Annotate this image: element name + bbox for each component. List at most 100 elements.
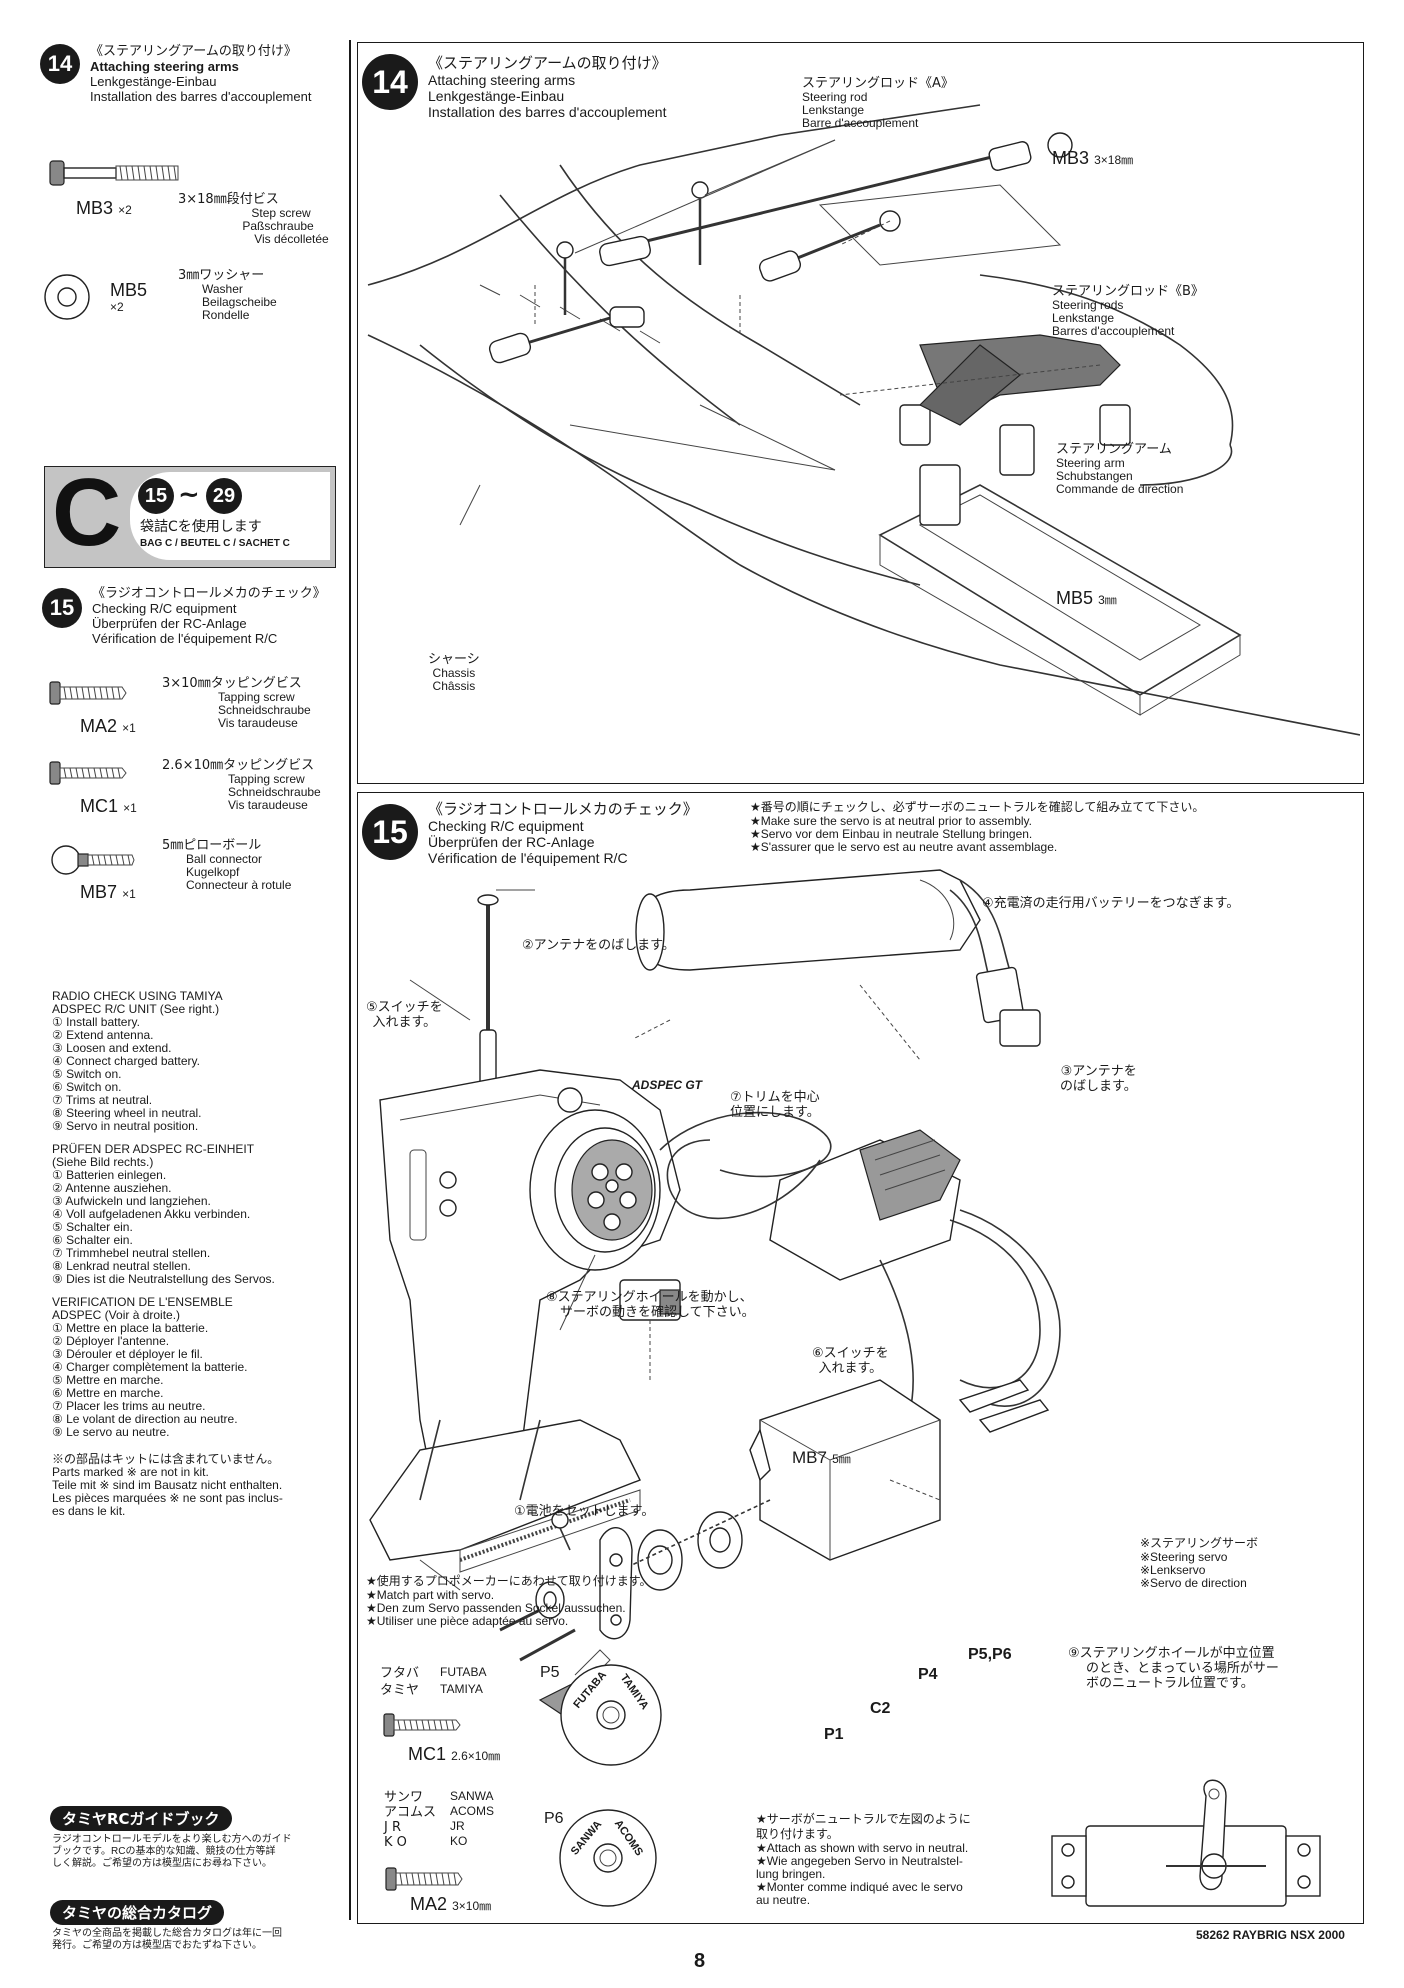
radio-check-text: RADIO CHECK USING TAMIYA ADSPEC R/C UNIT… — [52, 990, 342, 1518]
part-c2: C2 — [870, 1700, 891, 1717]
attach-fr-2: au neutre. — [756, 1893, 811, 1907]
screw-size: 3×10㎜ — [452, 1899, 492, 1913]
rod-b-jp: ステアリングロッド《B》 — [1052, 284, 1204, 299]
title-en: Checking R/C equipment — [428, 818, 584, 834]
rc-check-diagram — [369, 869, 1061, 1721]
futaba-screw: MC1 2.6×10㎜ — [408, 1744, 500, 1765]
part-fr: Connecteur à rotule — [186, 878, 292, 892]
callout-3-l1: ③アンテナを — [1060, 1064, 1137, 1079]
attach-jp-1: ★サーボがニュートラルで左図のように — [756, 1812, 971, 1826]
callout-4: ④充電済の走行用バッテリーをつなぎます。 — [982, 896, 1240, 911]
part-code: MB5 — [110, 280, 148, 300]
note-jp: ★番号の順にチェックし、必ずサーボのニュートラルを確認して組み立てて下さい。 — [750, 800, 1205, 814]
part-size: 5㎜ピローボール — [162, 838, 262, 853]
propo-jp: ★使用するプロポメーカーにあわせて取り付けます。 — [366, 1574, 652, 1588]
attach-en: ★Attach as shown with servo in neutral. — [756, 1841, 969, 1855]
check-fr-item: ② Déployer l'antenne. — [52, 1334, 170, 1348]
callout-code: MB3 — [1052, 148, 1090, 168]
part-en: Washer — [202, 282, 243, 296]
check-de-item: ⑨ Dies ist die Neutralstellung des Servo… — [52, 1272, 275, 1286]
catalog-line: 発行。ご希望の方は模型店でおたずね下さい。 — [52, 1940, 262, 1951]
use-propo-note: ★使用するプロポメーカーにあわせて取り付けます。 ★Match part wit… — [366, 1574, 652, 1628]
futaba-brands: フタバ FUTABA タミヤ TAMIYA — [380, 1666, 520, 1699]
check-en-item: ⑥ Switch on. — [52, 1080, 122, 1094]
sanwa-brands: サンワ SANWA アコムス ACOMS J R JR K O KO — [384, 1789, 530, 1851]
panel15-notes: ★番号の順にチェックし、必ずサーボのニュートラルを確認して組み立てて下さい。 ★… — [750, 800, 1204, 854]
callout-5-l1: ⑤スイッチを — [366, 1000, 443, 1015]
callout-5-l2: 入れます。 — [372, 1015, 437, 1030]
servo-en: ※Steering servo — [1140, 1550, 1228, 1564]
step-number: 14 — [40, 44, 80, 84]
callout-6-l2: 入れます。 — [818, 1361, 883, 1376]
part-p4: P4 — [918, 1666, 938, 1683]
title-jp: 《ステアリングアームの取り付け》 — [428, 54, 667, 72]
part-de: Schneidschraube — [218, 703, 311, 717]
tapping-screw-icon — [49, 761, 127, 785]
part-size: 2.6×10㎜タッピングビス — [162, 758, 315, 773]
range-start: 15 — [138, 478, 174, 514]
part-en: Step screw — [251, 206, 311, 220]
part-size: 3×18㎜段付ビス — [178, 192, 279, 207]
callout-code: MB5 — [1056, 588, 1094, 608]
attach-note: ★サーボがニュートラルで左図のように 取り付けます。 ★Attach as sh… — [756, 1812, 1036, 1907]
title-fr: Installation des barres d'accouplement — [90, 89, 312, 104]
tapping-screw-icon — [49, 681, 127, 705]
screw-size: 2.6×10㎜ — [451, 1749, 501, 1763]
brand-jp: J R — [384, 1820, 401, 1835]
step15-titles: 《ラジオコントロールメカのチェック》 Checking R/C equipmen… — [92, 586, 326, 646]
arm-fr: Commande de direction — [1056, 482, 1184, 496]
part-en: Ball connector — [186, 852, 263, 866]
brand-en: TAMIYA — [440, 1682, 483, 1696]
check-en-item: ④ Connect charged battery. — [52, 1054, 200, 1068]
callout-9-l2: のとき、とまっている場所がサー — [1086, 1661, 1279, 1676]
check-fr-item: ⑦ Placer les trims au neutre. — [52, 1399, 206, 1413]
rod-a-en: Steering rod — [802, 90, 868, 104]
transmitter-brand: ADSPEC GT — [632, 1078, 703, 1092]
servo-jp: ※ステアリングサーボ — [1140, 1536, 1259, 1550]
callout-size: 3㎜ — [1098, 593, 1117, 607]
washer-icon — [44, 274, 90, 320]
range-sep: ~ — [178, 480, 200, 510]
chassis-fr: Châssis — [432, 679, 476, 693]
screw-code: MC1 — [408, 1744, 447, 1764]
title-fr: Vérification de l'équipement R/C — [428, 850, 628, 866]
model-number: 58262 RAYBRIG NSX 2000 — [1196, 1928, 1345, 1942]
callout-8: ⑧ステアリングホイールを動かし、 サーボの動きを確認して下さい。 — [546, 1290, 755, 1320]
part-code: MB7 — [80, 882, 118, 902]
part-size: 3×10㎜タッピングビス — [162, 676, 302, 691]
servo-neutral-icon — [1051, 1779, 1321, 1907]
arm-de: Schubstangen — [1056, 469, 1133, 483]
mb5-code: MB5 ×2 — [110, 280, 147, 314]
brand-jp: アコムス — [384, 1805, 437, 1820]
page-number: 8 — [694, 1950, 706, 1972]
not-in-kit-de: Teile mit ※ sind im Bausatz nicht enthal… — [52, 1478, 283, 1492]
callout-6-l1: ⑥スイッチを — [812, 1346, 889, 1361]
guide-line: ラジオコントロールモデルをより楽しむ方へのガイド — [52, 1834, 292, 1845]
callout-8-l2: サーボの動きを確認して下さい。 — [560, 1305, 755, 1320]
brand-jp: フタバ — [380, 1666, 420, 1681]
title-en: Attaching steering arms — [90, 59, 239, 74]
callout-1: ①電池をセットします。 — [514, 1504, 655, 1519]
check-de-item: ⑥ Schalter ein. — [52, 1233, 133, 1247]
note-fr: ★S'assurer que le servo est au neutre av… — [750, 840, 1058, 854]
part-de: Beilagscheibe — [202, 295, 277, 309]
brand-en: SANWA — [450, 1789, 494, 1803]
propo-en: ★Match part with servo. — [366, 1588, 495, 1602]
bag-c-letter: C — [52, 459, 122, 566]
guide-book-title: タミヤRCガイドブック — [50, 1806, 232, 1831]
part-qty: ×1 — [122, 887, 136, 901]
tapping-screw-icon — [383, 1713, 461, 1737]
check-en-title-1: RADIO CHECK USING TAMIYA — [52, 989, 223, 1003]
not-in-kit-fr: Les pièces marquées ※ ne sont pas inclus… — [52, 1491, 283, 1505]
rod-b-fr: Barres d'accouplement — [1052, 324, 1175, 338]
panel15-number: 15 — [362, 804, 418, 860]
panel14-number: 14 — [362, 54, 418, 110]
not-in-kit-jp: ※の部品はキットには含まれていません。 — [52, 1452, 280, 1466]
part-code: MC1 — [80, 796, 119, 816]
not-in-kit-en: Parts marked ※ are not in kit. — [52, 1465, 209, 1479]
mb7-desc: 5㎜ピローボール Ball connector Kugelkopf Connec… — [162, 838, 291, 892]
guide-book-text: ラジオコントロールモデルをより楽しむ方へのガイド ブックです。RCの基本的な知識… — [52, 1834, 292, 1870]
callout-2: ②アンテナをのばします。 — [522, 938, 675, 953]
not-in-kit-fr-2: es dans le kit. — [52, 1504, 126, 1518]
check-en-item: ① Install battery. — [52, 1015, 140, 1029]
